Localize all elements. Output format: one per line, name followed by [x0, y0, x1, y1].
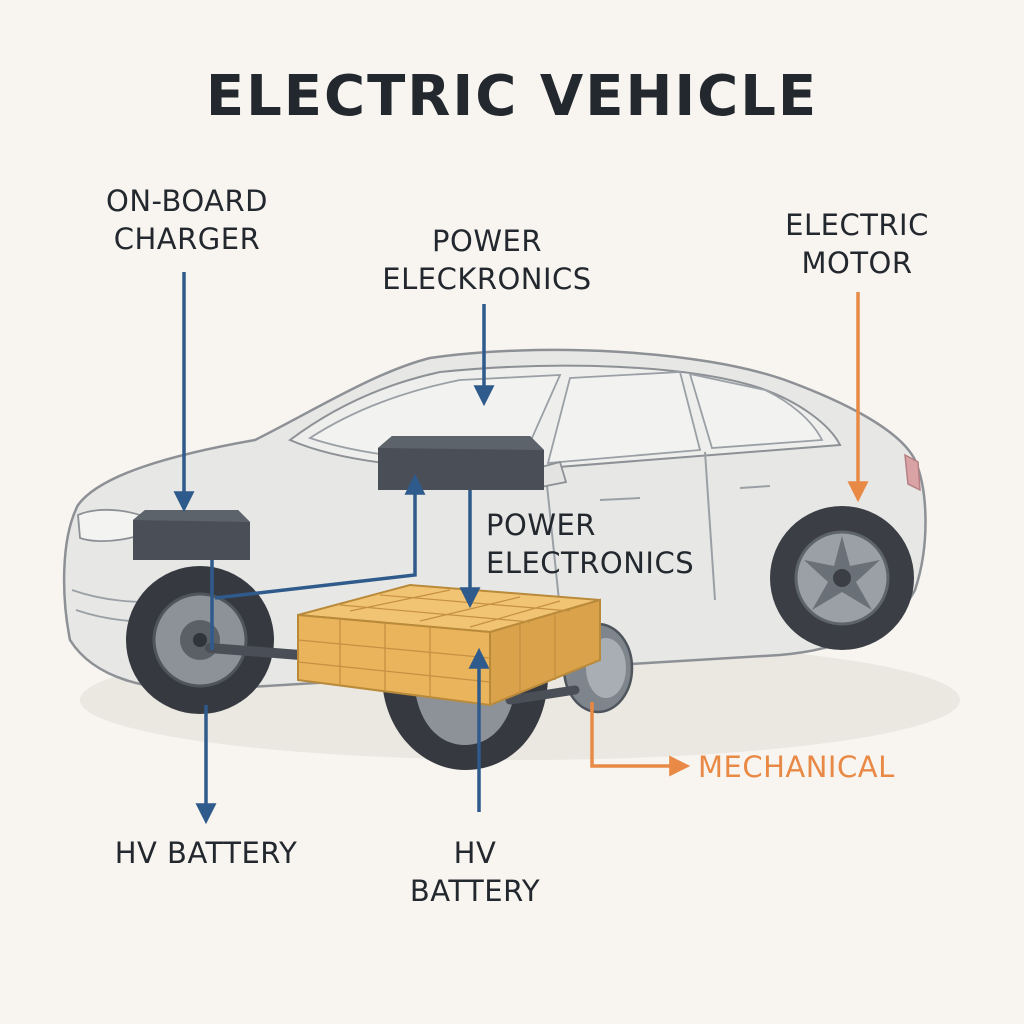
- label-hv-battery-center-line2: BATTERY: [409, 874, 541, 908]
- label-power-electronics-mid: POWER ELECTRONICS: [486, 506, 726, 582]
- car-door-lines: [544, 451, 771, 611]
- label-onboard-charger-line2: CHARGER: [113, 222, 261, 256]
- power-electronics-box: [378, 436, 544, 490]
- car-rear-window: [688, 372, 824, 449]
- car-front-window: [546, 371, 702, 465]
- label-mechanical: MECHANICAL: [698, 750, 895, 784]
- arrow-mechanical: [590, 702, 691, 777]
- battery-pack: [297, 583, 601, 707]
- rear-driveshaft: [505, 685, 580, 705]
- rear-wheel: [770, 506, 914, 650]
- label-electric-motor-line1: ELECTRIC: [785, 208, 929, 242]
- label-power-electronics-mid-line1: POWER: [486, 508, 596, 542]
- label-power-electronics-top-line2: ELECKRONICS: [382, 262, 592, 296]
- label-power-electronics-mid-line2: ELECTRONICS: [486, 546, 695, 580]
- diagram-title: ELECTRIC VEHICLE: [205, 64, 819, 129]
- label-hv-battery-center-line1: HV: [453, 836, 497, 870]
- label-hv-battery-left: HV BATTERY: [114, 836, 298, 870]
- label-electric-motor-line2: MOTOR: [801, 246, 913, 280]
- label-electric-motor: ELECTRIC MOTOR: [772, 206, 942, 282]
- label-hv-battery-center: HV BATTERY: [390, 834, 560, 910]
- label-power-electronics-top: POWER ELECKRONICS: [362, 222, 612, 298]
- label-power-electronics-top-line1: POWER: [432, 224, 542, 258]
- front-driveshaft: [205, 643, 305, 660]
- car-taillight: [904, 453, 921, 492]
- wire-charger-to-pe: [214, 473, 426, 600]
- label-onboard-charger: ON-BOARD CHARGER: [82, 182, 292, 258]
- label-onboard-charger-line1: ON-BOARD: [106, 184, 268, 218]
- front-wheel: [126, 566, 274, 714]
- onboard-charger-box: [133, 510, 250, 560]
